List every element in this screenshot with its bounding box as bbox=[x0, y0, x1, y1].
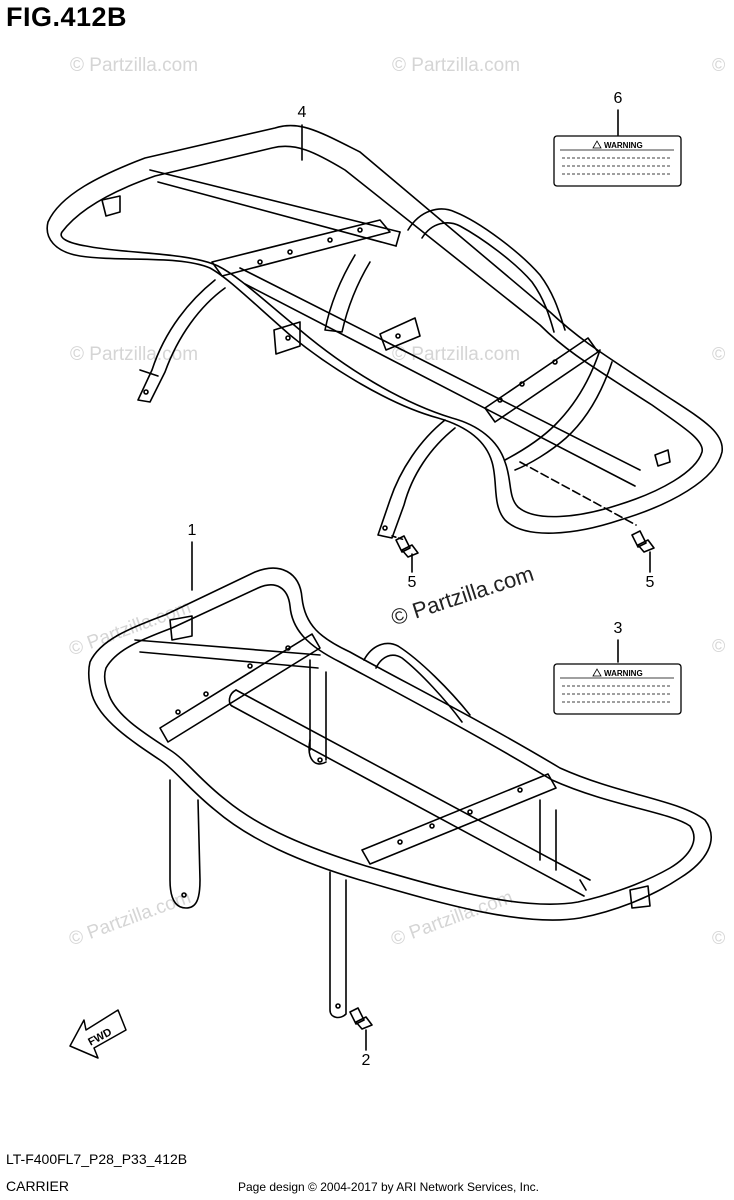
warning-label-part-6: WARNING bbox=[553, 135, 682, 187]
warning-label-text: WARNING bbox=[604, 669, 643, 678]
callout-2: 2 bbox=[361, 1052, 371, 1069]
figure-caption: CARRIER bbox=[6, 1178, 70, 1194]
callout-1: 1 bbox=[187, 522, 197, 539]
watermark-mark: © bbox=[712, 55, 726, 75]
watermark: © Partzilla.com bbox=[392, 55, 521, 76]
watermark: © Partzilla.com bbox=[392, 344, 521, 365]
callout-4: 4 bbox=[297, 104, 307, 121]
page-credit: Page design © 2004-2017 by ARI Network S… bbox=[238, 1180, 540, 1194]
front-carrier-part-1 bbox=[87, 567, 712, 1019]
figure-title: FIG.412B bbox=[6, 2, 128, 32]
figure-code: LT-F400FL7_P28_P33_412B bbox=[6, 1151, 188, 1167]
watermark: © Partzilla.com bbox=[70, 55, 199, 76]
warning-label-part-3: WARNING bbox=[553, 663, 682, 715]
watermark-mark: © bbox=[712, 928, 726, 948]
bolt-part-2 bbox=[349, 1007, 373, 1030]
callout-6: 6 bbox=[613, 90, 623, 107]
watermark: © Partzilla.com bbox=[70, 344, 199, 365]
bolt-part-5-left bbox=[395, 535, 419, 558]
fwd-arrow-icon: FWD bbox=[69, 1009, 127, 1059]
bolt-part-5-right bbox=[631, 530, 655, 553]
watermark-mark: © bbox=[712, 344, 726, 364]
watermark-mark: © bbox=[712, 636, 726, 656]
callout-5-left: 5 bbox=[407, 574, 417, 591]
rear-carrier-part-4 bbox=[46, 124, 723, 541]
callout-5-right: 5 bbox=[645, 574, 655, 591]
callout-3: 3 bbox=[613, 620, 623, 637]
warning-label-text: WARNING bbox=[604, 141, 643, 150]
